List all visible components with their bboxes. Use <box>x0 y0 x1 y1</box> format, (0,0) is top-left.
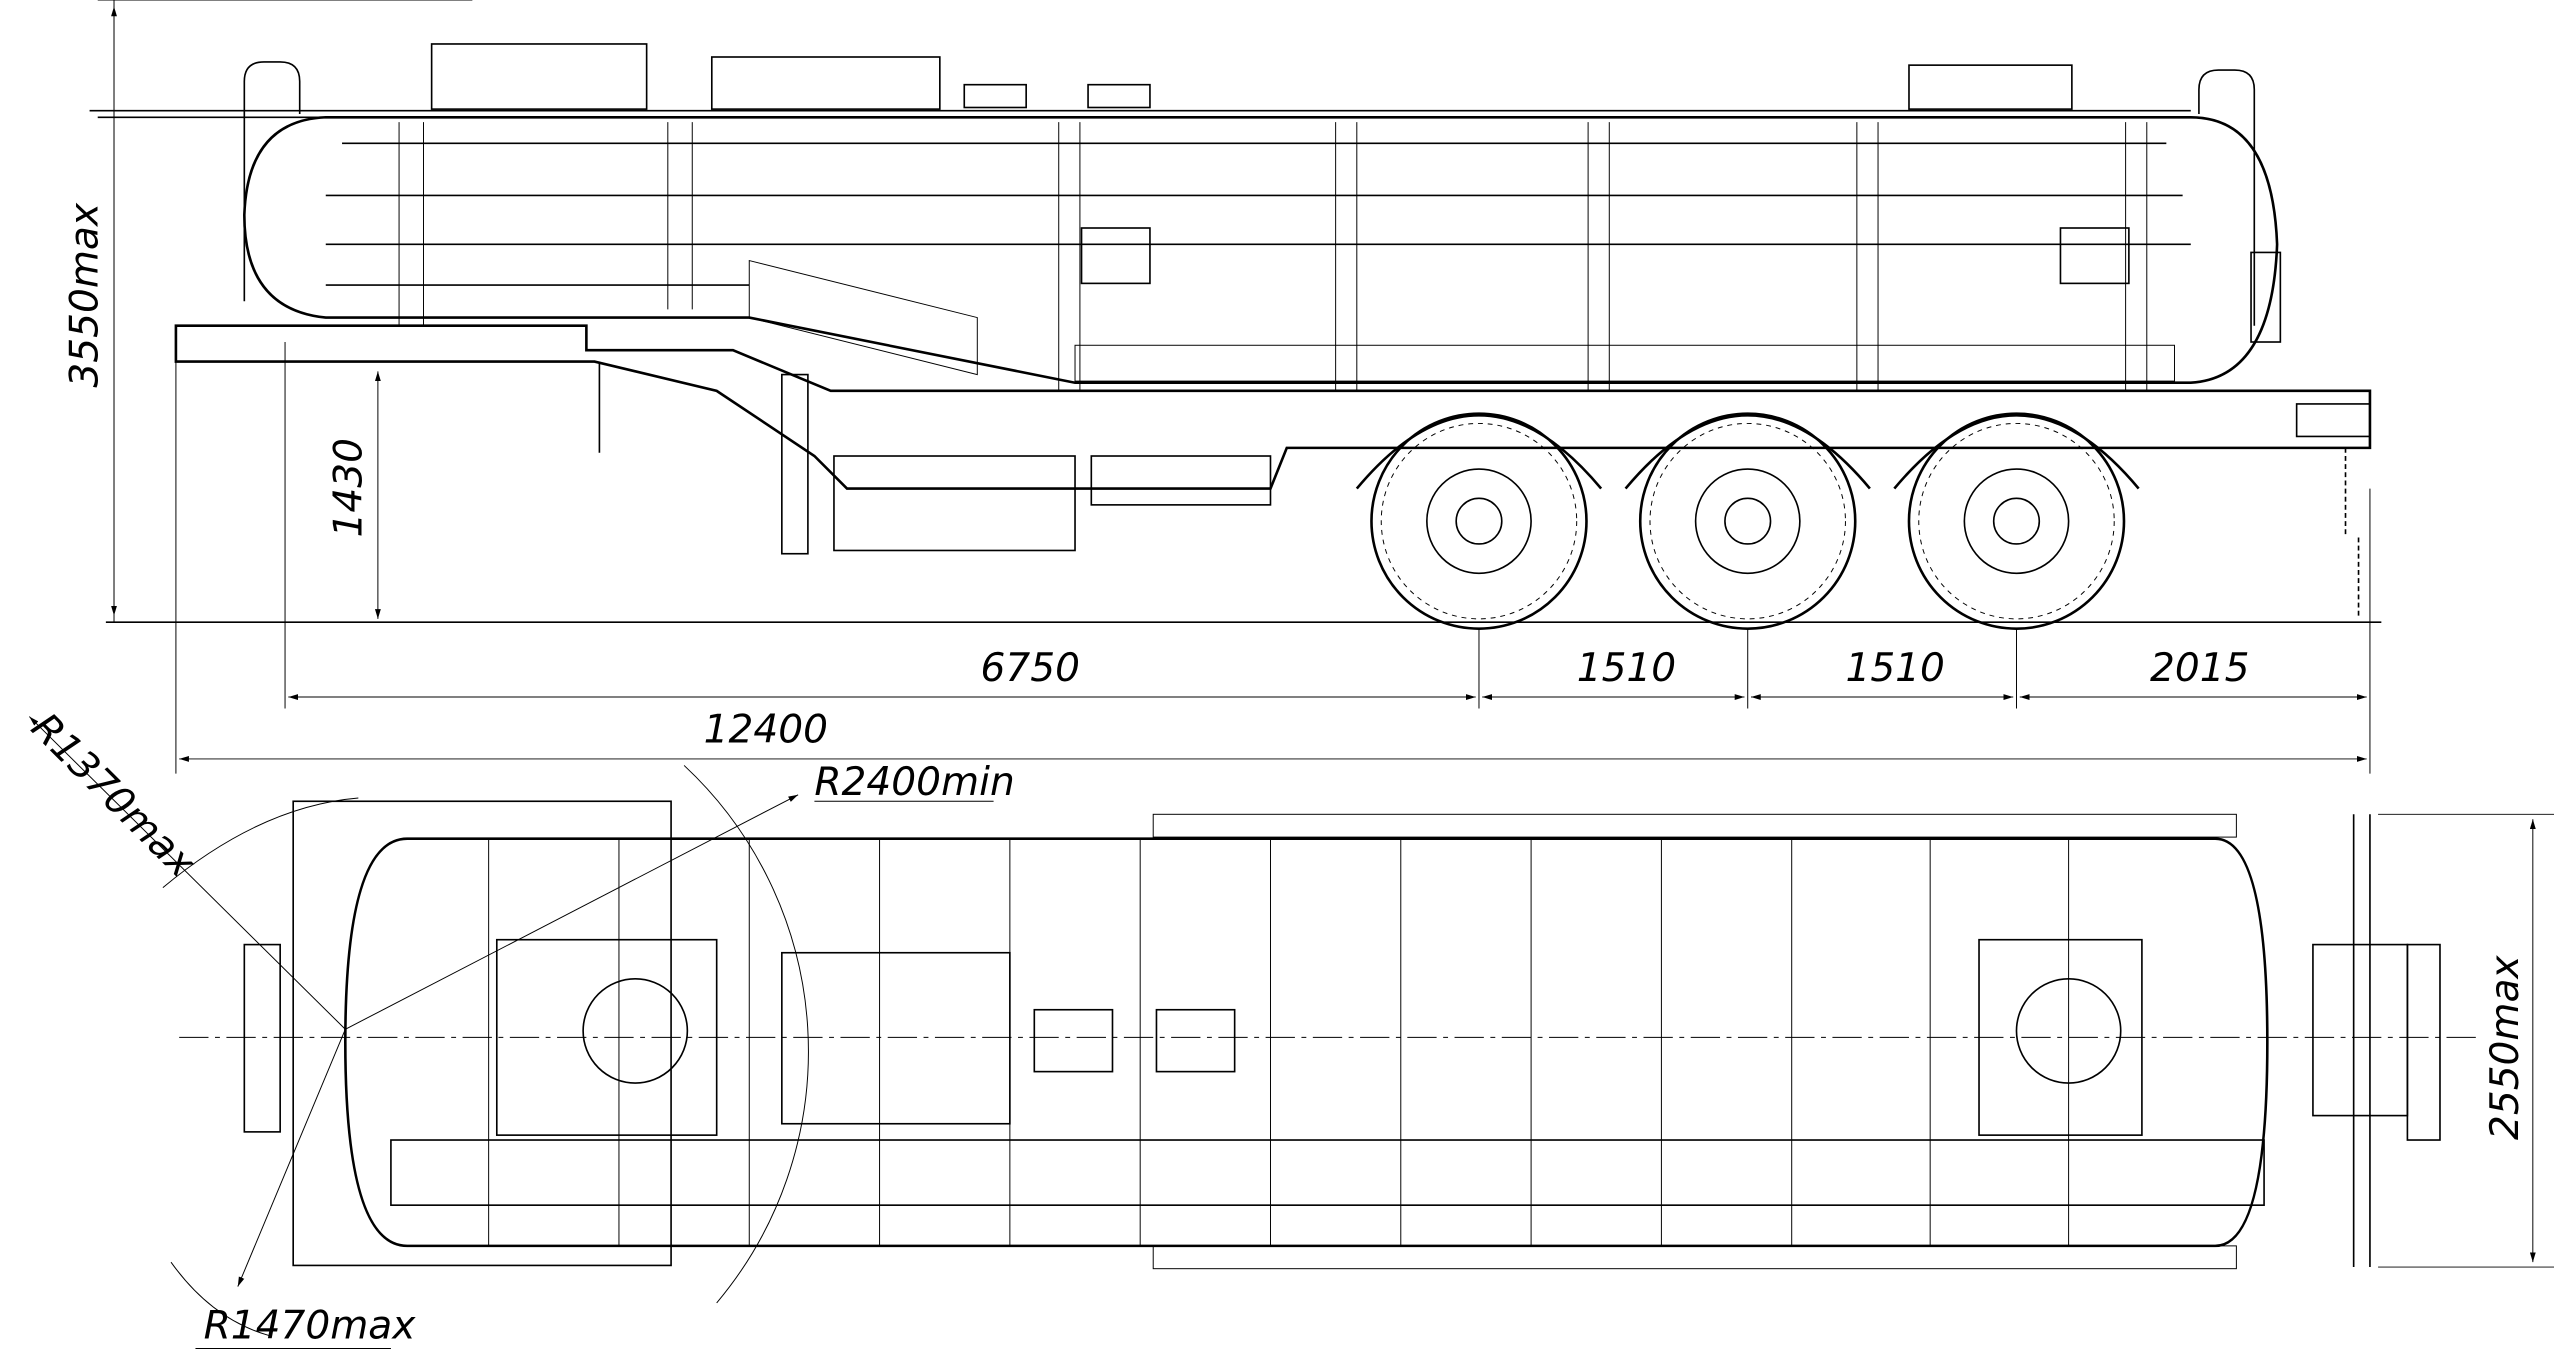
manhole-platform-rear <box>1908 64 2073 110</box>
turning-radius-dimension: R2400min <box>814 760 1014 805</box>
walkway-grating <box>390 1139 2265 1206</box>
axle-spacing-2-dimension: 1510 <box>1845 646 1944 691</box>
width-dimension: 2550max <box>2483 955 2528 1140</box>
height-dimension: 3550max <box>63 202 108 387</box>
toolbox <box>833 455 1076 552</box>
manhole-rear <box>1978 938 2143 1136</box>
rear-light <box>2295 403 2371 438</box>
front-radius-dimension: R1370max <box>22 705 204 887</box>
front-ladder <box>243 61 301 302</box>
axles <box>1355 412 2140 630</box>
equipment-box <box>710 56 941 110</box>
manhole-front <box>495 938 718 1136</box>
top-view: R1370max R2400min R1470max 2550max <box>22 705 2554 1349</box>
kingpin-to-axle-dimension: 6750 <box>981 646 1080 691</box>
rear-swing-radius-dimension: R1470max <box>204 1304 417 1349</box>
rear-ladder <box>2198 69 2256 326</box>
tank-corrugation <box>1074 344 2175 382</box>
landing-gear <box>781 373 809 555</box>
axle-spacing-1-dimension: 1510 <box>1577 646 1676 691</box>
rear-overhang-dimension: 2015 <box>2150 646 2249 691</box>
side-view: 3550max 1430 6750 1510 1510 2015 12400 <box>63 0 2382 774</box>
wheel-1 <box>1370 412 1588 630</box>
equipment-box-top <box>781 951 1011 1125</box>
coupling-height-dimension: 1430 <box>327 438 372 537</box>
tank-shell <box>243 115 2279 385</box>
chassis-frame <box>174 324 2372 490</box>
wheel-2 <box>1638 412 1857 630</box>
wheel-3 <box>1907 412 2126 630</box>
overall-length-dimension: 12400 <box>704 708 828 753</box>
manhole-platform-front <box>430 43 648 110</box>
handrail <box>89 109 2191 119</box>
